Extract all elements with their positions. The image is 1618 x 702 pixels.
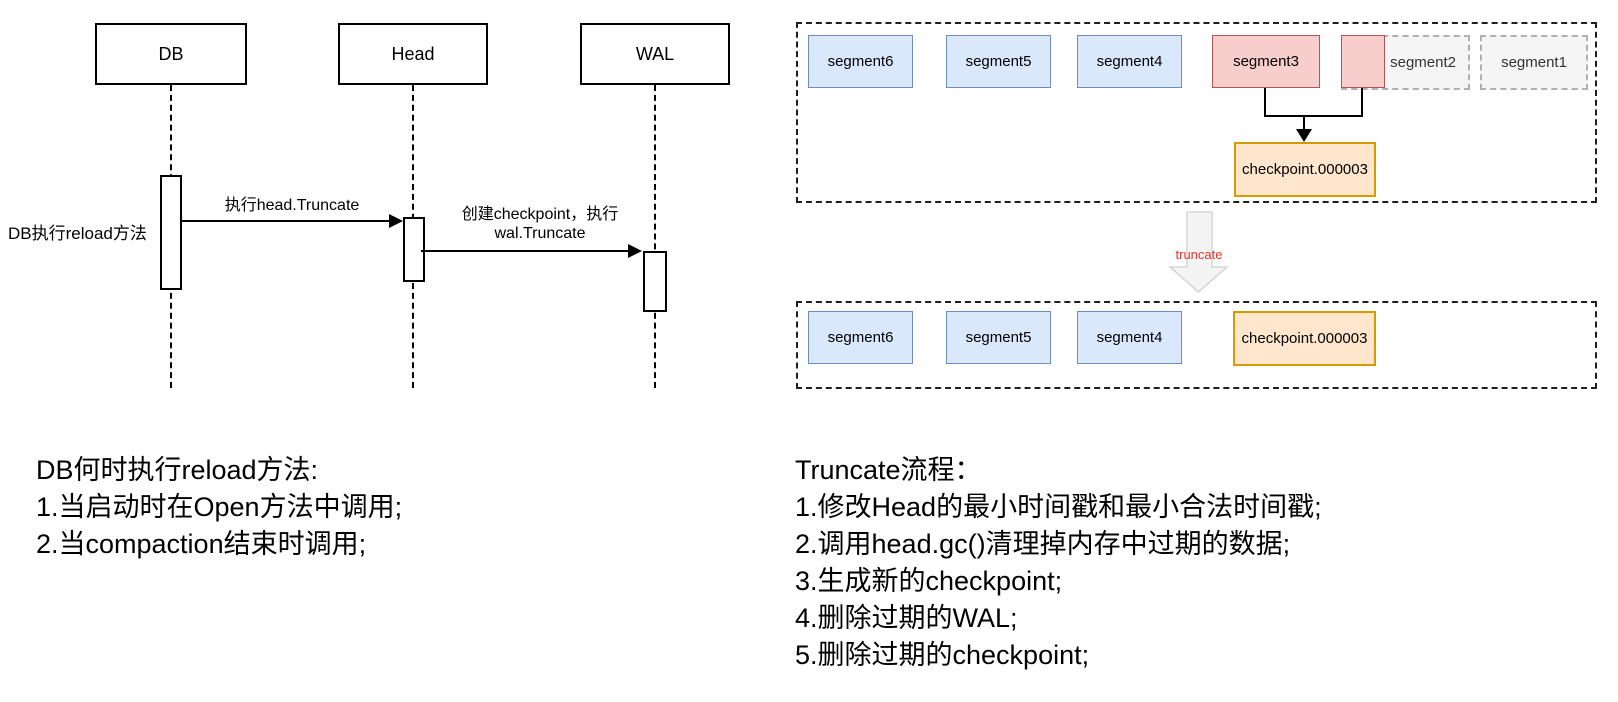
checkpoint-box: checkpoint.000003 [1234, 142, 1376, 197]
segment-box: segment6 [808, 35, 913, 88]
note-line: 1.修改Head的最小时间戳和最小合法时间戳; [795, 492, 1322, 522]
segment-box: segment4 [1077, 35, 1182, 88]
notes-left: DB何时执行reload方法: 1.当启动时在Open方法中调用; 2.当com… [36, 452, 736, 563]
message-label-line2: wal.Truncate [494, 225, 586, 242]
connector-line [1264, 88, 1266, 116]
segment-expired-part [1341, 35, 1385, 88]
connector-line [1264, 115, 1363, 117]
connector-line [1303, 115, 1305, 131]
notes-right: Truncate流程： 1.修改Head的最小时间戳和最小合法时间戳; 2.调用… [795, 452, 1595, 674]
db-reload-note: DB执行reload方法 [8, 224, 147, 243]
note-line: 5.删除过期的checkpoint; [795, 640, 1090, 670]
arrowhead-right-icon [389, 214, 403, 228]
note-line: 3.生成新的checkpoint; [795, 566, 1063, 596]
message-label-head-truncate: 执行head.Truncate [224, 197, 360, 214]
actor-head: Head [338, 23, 488, 85]
arrowhead-right-icon [628, 244, 642, 258]
activation-db [160, 175, 182, 290]
segment-box-expired: segment3 [1212, 35, 1320, 88]
notes-right-title: Truncate流程： [795, 455, 982, 485]
segment-box: segment5 [946, 311, 1051, 364]
actor-db: DB [95, 23, 247, 85]
note-line: 2.当compaction结束时调用; [36, 529, 367, 559]
checkpoint-box: checkpoint.000003 [1233, 311, 1376, 366]
wal-dir-after-container [796, 301, 1597, 389]
note-line: 1.当启动时在Open方法中调用; [36, 492, 403, 522]
segment-box: segment6 [808, 311, 913, 364]
note-line: 4.删除过期的WAL; [795, 603, 1018, 633]
truncate-block-arrow-icon [1169, 211, 1229, 293]
segment-box: segment1 [1480, 35, 1588, 90]
message-label-line1: 创建checkpoint，执行 [461, 206, 619, 223]
segment-box: segment5 [946, 35, 1051, 88]
note-line: 2.调用head.gc()清理掉内存中过期的数据; [795, 529, 1291, 559]
lifeline-wal [654, 85, 656, 388]
truncate-label: truncate [1175, 247, 1223, 262]
arrowhead-down-icon [1296, 129, 1312, 142]
segment-box: segment4 [1077, 311, 1182, 364]
message-line-wal-truncate [421, 250, 629, 252]
activation-head [403, 217, 425, 282]
actor-wal: WAL [580, 23, 730, 85]
wal-dir-before-container [796, 22, 1597, 203]
message-label-wal-truncate: 创建checkpoint，执行 wal.Truncate [435, 205, 645, 243]
activation-wal [643, 251, 667, 312]
message-line-head-truncate [182, 220, 390, 222]
notes-left-title: DB何时执行reload方法: [36, 455, 319, 485]
connector-line [1361, 88, 1363, 116]
